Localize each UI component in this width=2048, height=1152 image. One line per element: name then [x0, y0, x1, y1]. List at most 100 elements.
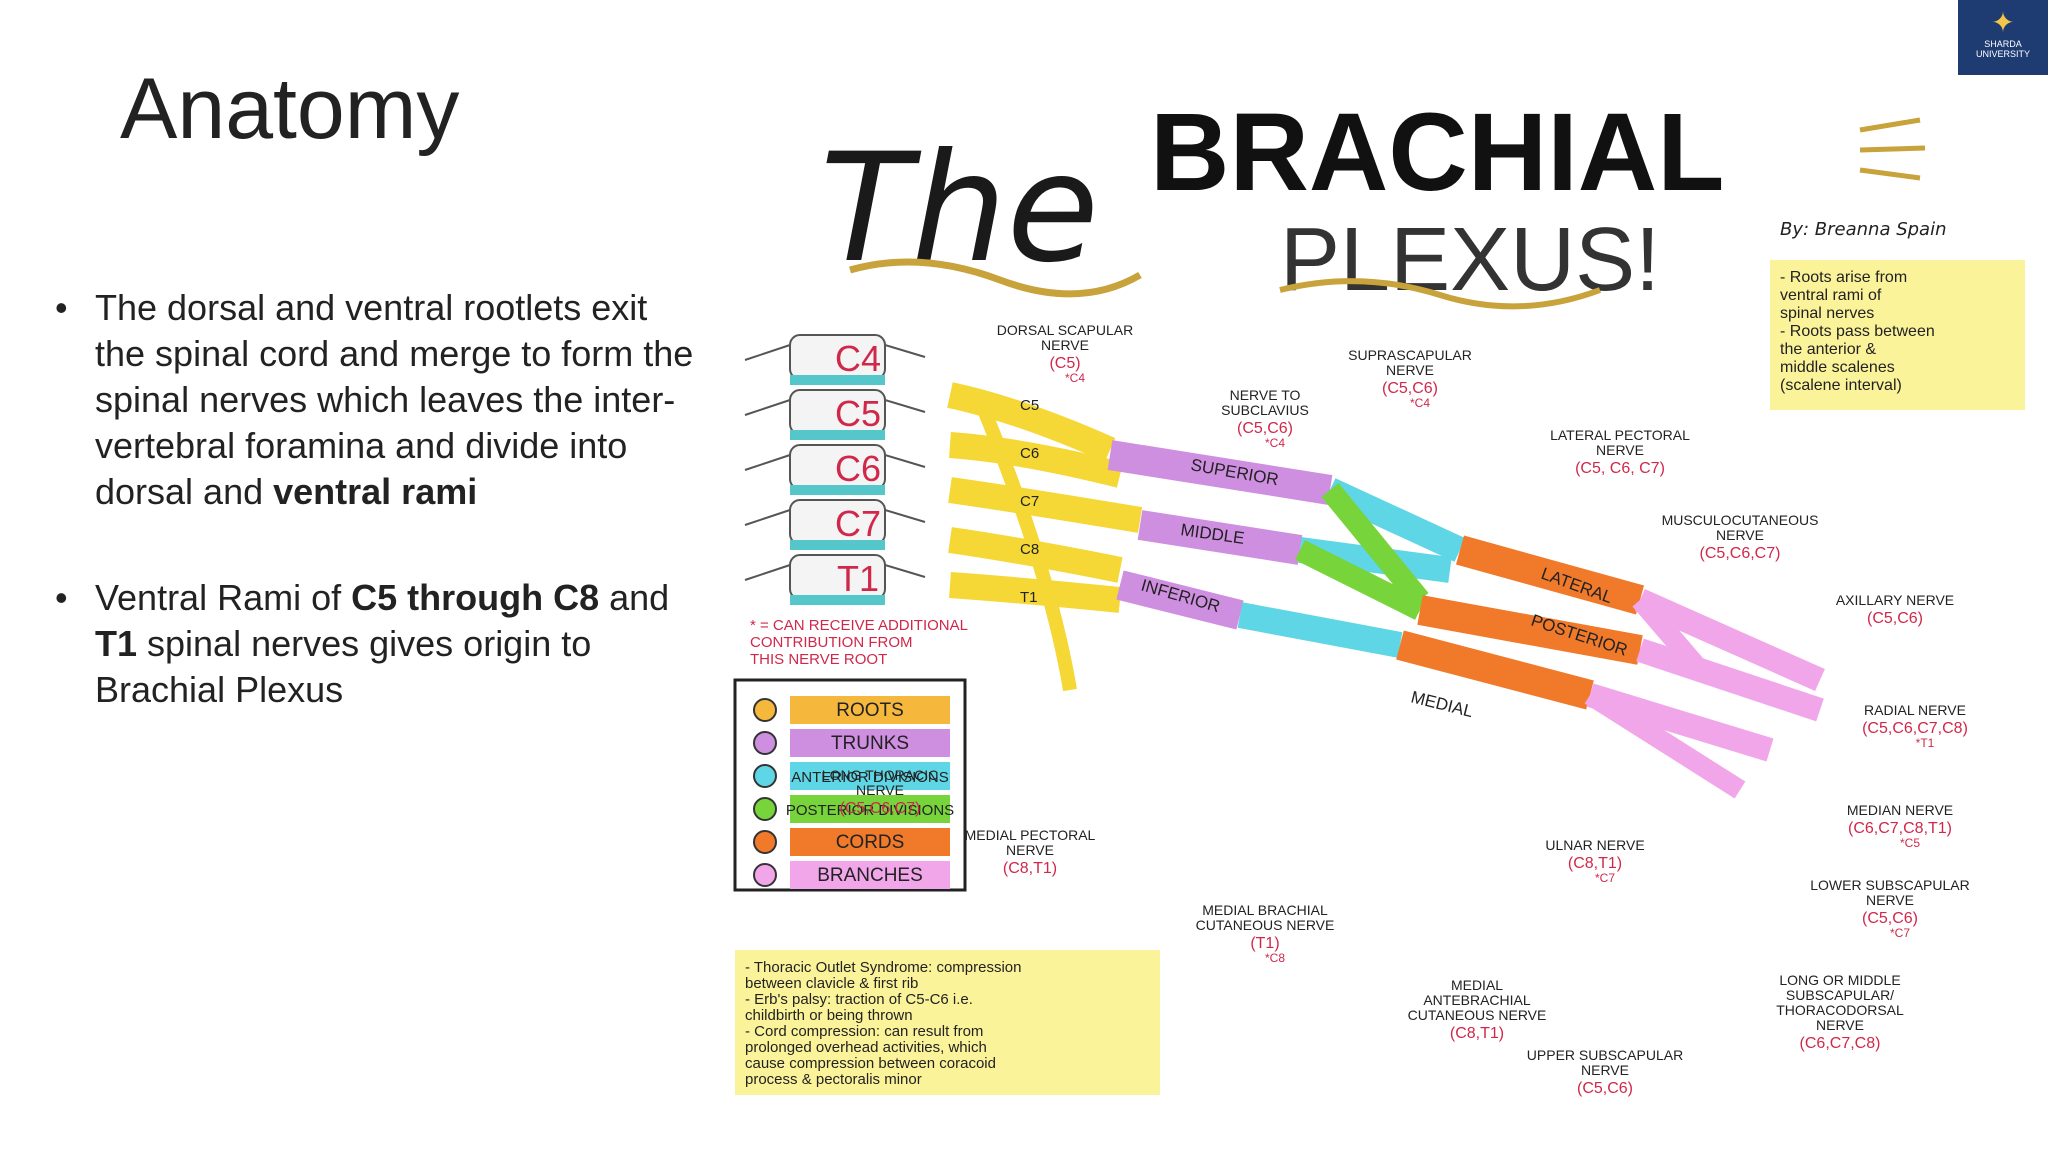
nerve-name-radial: RADIAL NERVE — [1864, 702, 1966, 718]
root-label-c5: C5 — [1020, 397, 1039, 414]
note-bottom-line: prolonged overhead activities, which — [745, 1039, 987, 1056]
note-top-line: - Roots arise from — [1780, 269, 1907, 286]
cord-label-medial: MEDIAL — [1409, 687, 1475, 721]
nerve-name-medial-antebrachial: MEDIAL — [1451, 977, 1503, 993]
trunk-middle-band — [1137, 510, 1303, 565]
nerve-roots-medial-brachial: (T1) — [1250, 935, 1279, 952]
note-top-box — [1770, 260, 2025, 410]
intervertebral-disc — [790, 375, 885, 385]
nerve-name-medial-antebrachial: ANTEBRACHIAL — [1423, 992, 1531, 1008]
note-top-line: the anterior & — [1780, 341, 1876, 358]
intervertebral-disc — [790, 485, 885, 495]
intervertebral-disc — [790, 540, 885, 550]
cord-medial-band — [1396, 630, 1594, 710]
nerve-roots-musculocutaneous: (C5,C6,C7) — [1700, 545, 1781, 562]
note-bottom-line: cause compression between coracoid — [745, 1055, 996, 1072]
vertebra-process — [744, 399, 926, 416]
asterisk-note-line: THIS NERVE ROOT — [750, 651, 887, 668]
nerve-name-dorsal-scapular: NERVE — [1041, 337, 1089, 353]
trunk-superior-band — [1107, 440, 1333, 505]
vertebra-label: C4 — [835, 338, 881, 379]
nerve-note-median: *C5 — [1900, 836, 1920, 850]
nerve-note-dorsal-scapular: *C4 — [1065, 371, 1085, 385]
nerve-roots-upper-subscapular: (C5,C6) — [1577, 1080, 1633, 1097]
university-logo: ✦ SHARDA UNIVERSITY — [1958, 0, 2048, 75]
asterisk-note-line: CONTRIBUTION FROM — [750, 634, 913, 651]
legend-label-bg — [790, 828, 950, 856]
root-band-c8 — [948, 527, 1123, 583]
root-band-c7 — [948, 477, 1143, 533]
posterior-division-1 — [1321, 483, 1429, 607]
legend-label: CORDS — [836, 832, 905, 853]
bullet2-d: T1 — [95, 623, 138, 664]
note-top-line: ventral rami of — [1780, 287, 1882, 304]
branch-radial — [1636, 638, 1824, 722]
trunk-inferior-band — [1116, 570, 1244, 630]
nerve-name-subclavius: SUBCLAVIUS — [1221, 402, 1309, 418]
legend-label: ROOTS — [836, 700, 904, 721]
title-accent-lines — [1859, 117, 1926, 181]
legend-label-bg — [790, 795, 950, 823]
cord-posterior-band — [1417, 595, 1643, 665]
legend-swatch — [753, 830, 777, 854]
nerve-name-suprascapular: NERVE — [1386, 362, 1434, 378]
bullet-text-1: The dorsal and ventral rootlets exit the… — [95, 285, 705, 515]
bullet-item-1: • The dorsal and ventral rootlets exit t… — [55, 285, 705, 515]
nerve-name-lateral-pectoral: LATERAL PECTORAL — [1550, 427, 1690, 443]
bullet2-e: spinal nerves gives origin to Brachial P… — [95, 623, 592, 710]
note-bottom-line: - Cord compression: can result from — [745, 1023, 983, 1040]
branch-axillary — [1632, 593, 1708, 677]
title-brachial: BRACHIAL — [1150, 91, 1724, 214]
nerve-roots-dorsal-scapular: (C5) — [1049, 355, 1080, 372]
nerve-note-lower-subscapular: *C7 — [1890, 926, 1910, 940]
nerve-name-upper-subscapular: NERVE — [1581, 1062, 1629, 1078]
vertebra-label: C7 — [835, 503, 881, 544]
title-plexus: PLEXUS! — [1280, 210, 1660, 310]
nerve-name-thoracodorsal: NERVE — [1816, 1017, 1864, 1033]
nerve-roots-lateral-pectoral: (C5, C6, C7) — [1575, 460, 1665, 477]
vertebra-label: T1 — [837, 558, 879, 599]
nerve-name-lower-subscapular: LOWER SUBSCAPULAR — [1810, 877, 1969, 893]
nerve-name-thoracodorsal: THORACODORSAL — [1776, 1002, 1904, 1018]
author-credit: By: Breanna Spain — [1780, 219, 1947, 240]
nerve-name-thoracodorsal: LONG OR MIDDLE — [1779, 972, 1900, 988]
nerve-note-medial-brachial: *C8 — [1265, 951, 1285, 965]
legend-swatch — [753, 731, 777, 755]
nerve-roots-subclavius: (C5,C6) — [1237, 420, 1293, 437]
nerve-name-median: MEDIAN NERVE — [1847, 802, 1953, 818]
bullet2-c: and — [599, 577, 670, 618]
long-thoracic-band — [973, 397, 1077, 692]
nerve-name-thoracodorsal: SUBSCAPULAR/ — [1786, 987, 1894, 1003]
note-top-line: (scalene interval) — [1780, 377, 1902, 394]
nerve-name-dorsal-scapular: DORSAL SCAPULAR — [997, 322, 1133, 338]
bullet-text-2: Ventral Rami of C5 through C8 and T1 spi… — [95, 575, 705, 713]
legend-swatch — [753, 698, 777, 722]
nerve-name-upper-subscapular: UPPER SUBSCAPULAR — [1527, 1047, 1683, 1063]
branch-musculocutaneous — [1635, 589, 1825, 691]
nerve-name-musculocutaneous: MUSCULOCUTANEOUS — [1662, 512, 1819, 528]
note-top-line: - Roots pass between — [1780, 323, 1935, 340]
nerve-name-medial-brachial: MEDIAL BRACHIAL — [1202, 902, 1328, 918]
legend-label-bg — [790, 729, 950, 757]
vertebra-label: C5 — [835, 393, 881, 434]
nerve-roots-median: (C6,C7,C8,T1) — [1848, 820, 1952, 837]
vertebra-process — [744, 509, 926, 526]
nerve-name-medial-pectoral: NERVE — [1006, 842, 1054, 858]
bullet1-text: The dorsal and ventral rootlets exit the… — [95, 287, 694, 512]
branch-ulnar — [1584, 686, 1746, 799]
anterior-division-3 — [1237, 602, 1403, 658]
logo-star-icon: ✦ — [1991, 7, 2015, 38]
vertebra-process — [744, 564, 926, 581]
root-band-c6 — [949, 432, 1124, 488]
nerve-roots-long-thoracic: (C5,C6,C7) — [840, 800, 921, 817]
nerve-name-lower-subscapular: NERVE — [1866, 892, 1914, 908]
nerve-roots-radial: (C5,C6,C7,C8) — [1862, 720, 1968, 737]
nerve-note-radial: *T1 — [1916, 736, 1935, 750]
legend-label: BRANCHES — [817, 865, 923, 886]
root-label-c8: C8 — [1020, 541, 1039, 558]
intervertebral-disc — [790, 430, 885, 440]
